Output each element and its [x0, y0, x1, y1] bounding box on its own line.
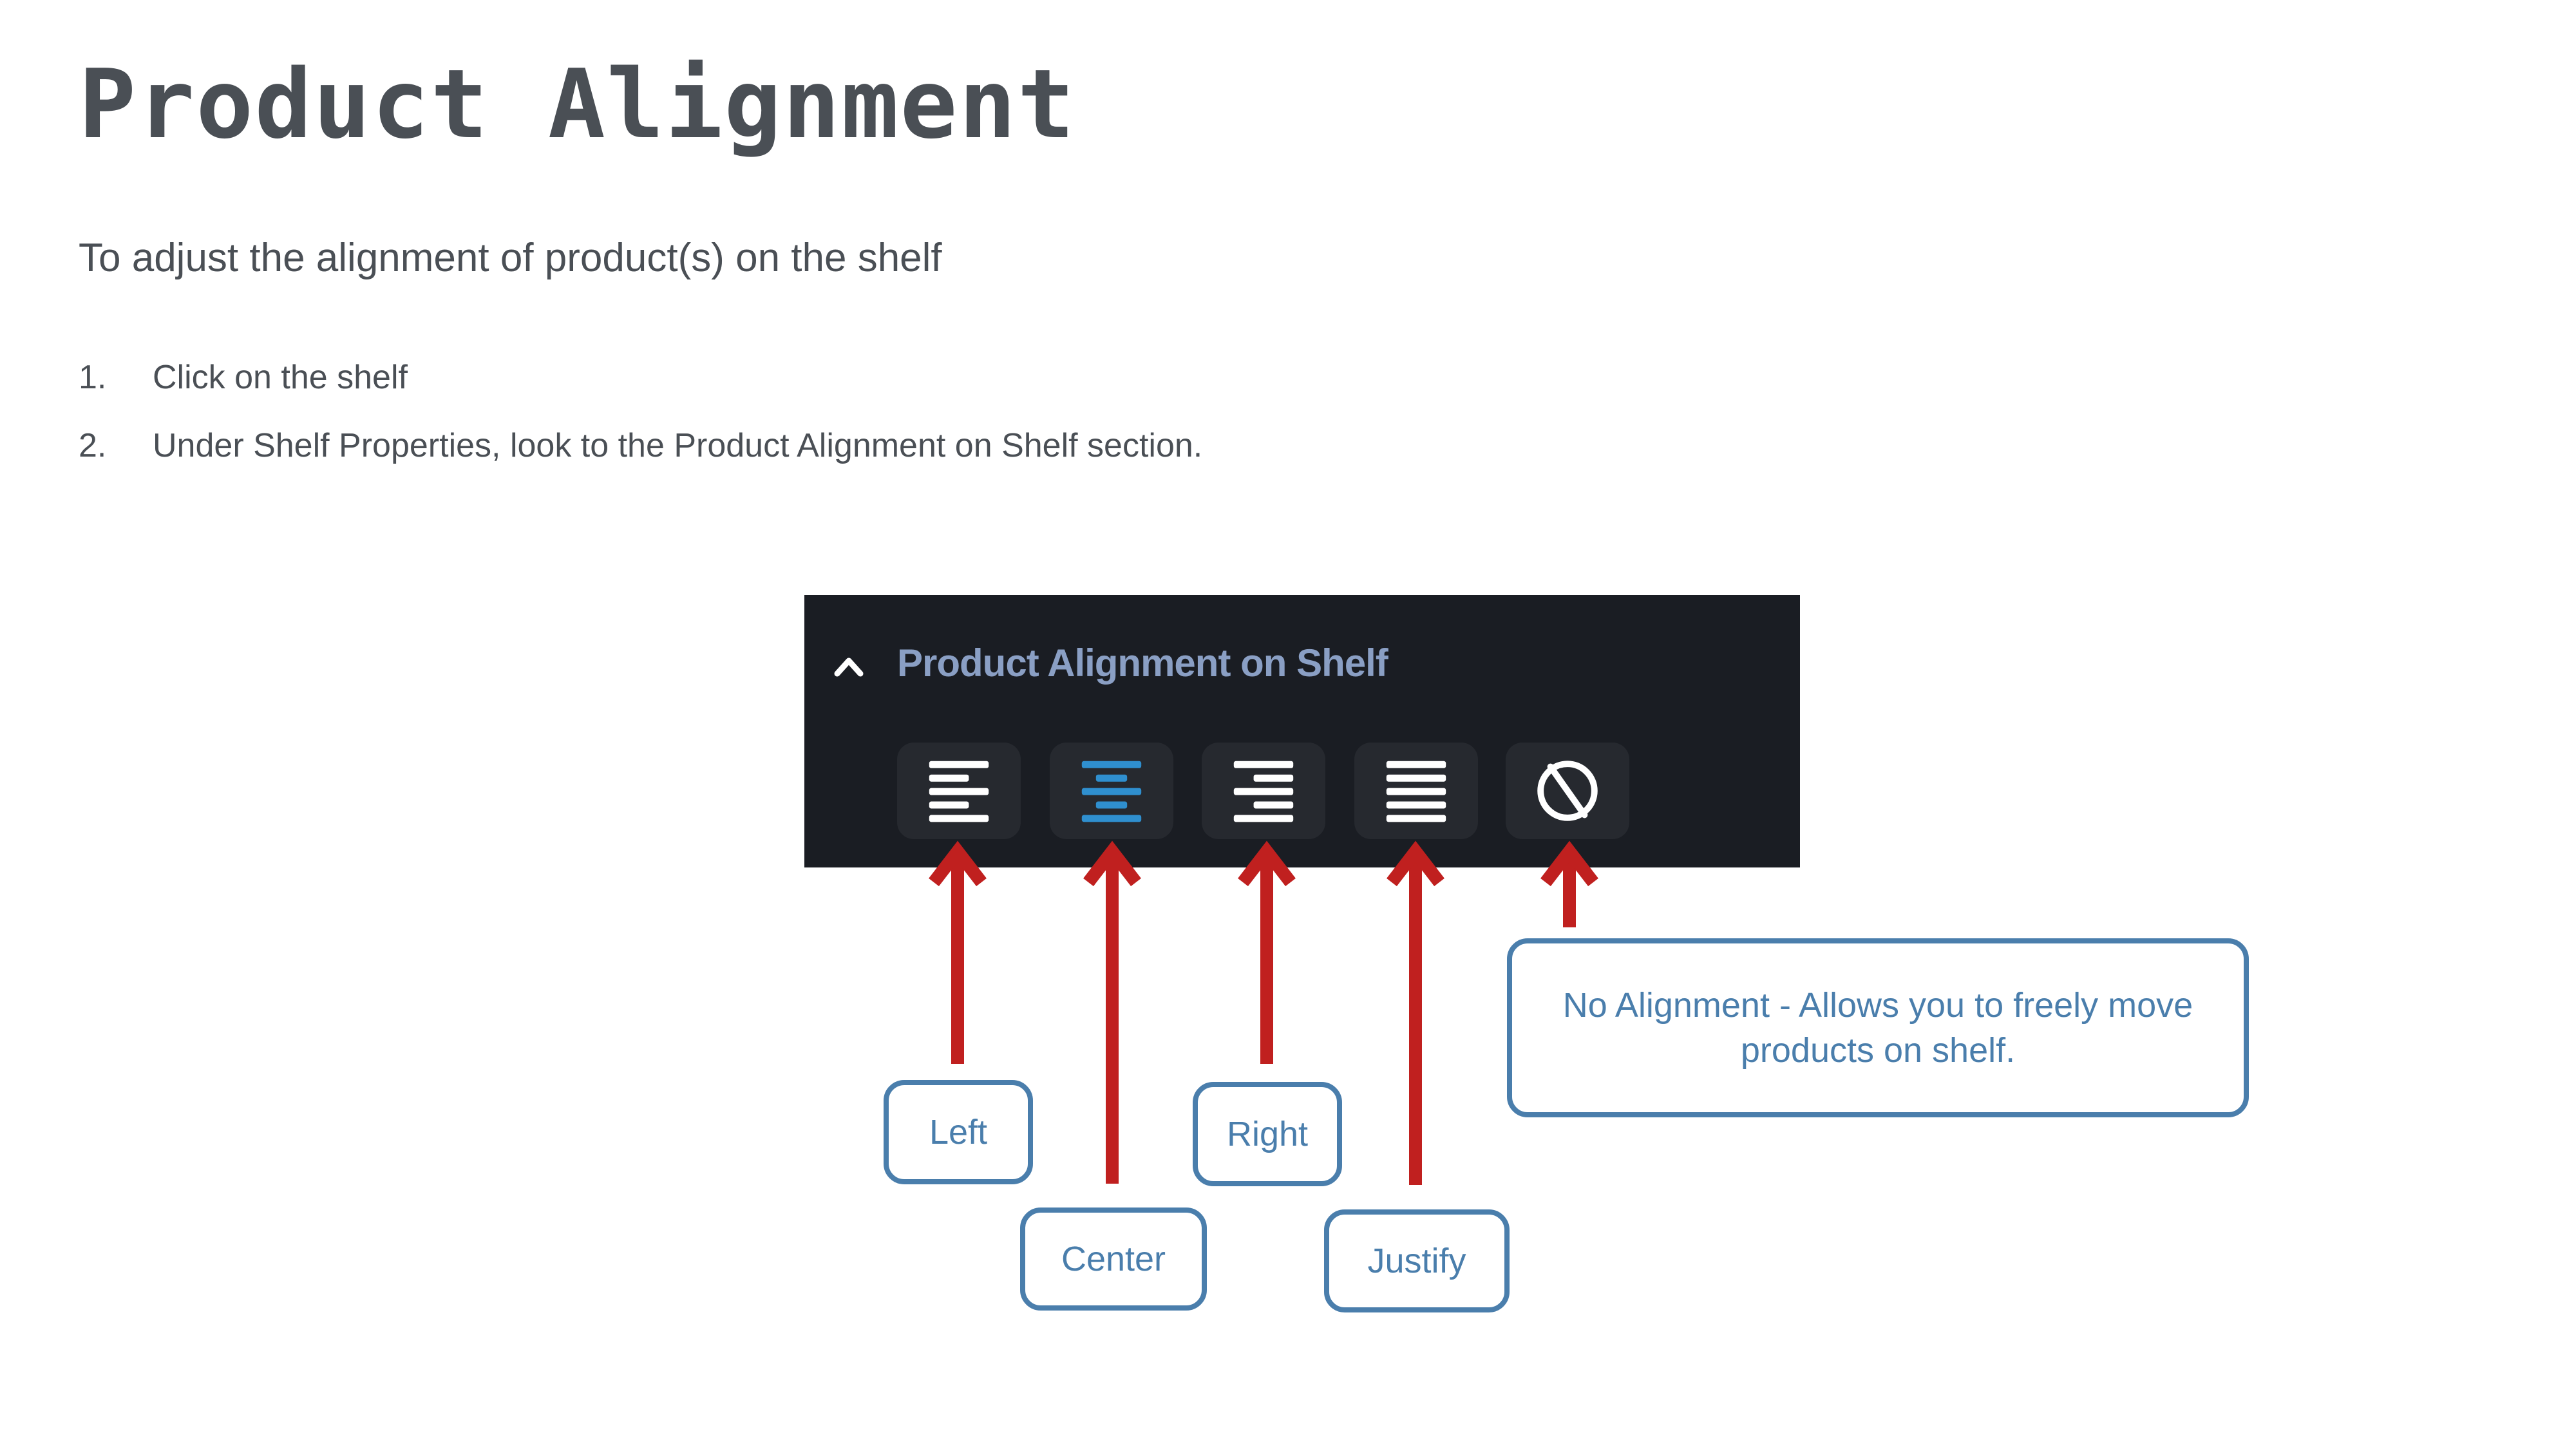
- step-text: Click on the shelf: [153, 359, 408, 396]
- arrow-right: [1238, 840, 1296, 1064]
- align-left-button[interactable]: [897, 743, 1021, 839]
- align-right-button[interactable]: [1202, 743, 1325, 839]
- arrow-center: [1083, 840, 1141, 1184]
- step-number: 1.: [79, 359, 107, 396]
- arrow-justify: [1387, 840, 1444, 1185]
- align-right-icon: [1233, 761, 1294, 822]
- no-alignment-icon: [1537, 761, 1598, 821]
- page-subtitle: To adjust the alignment of product(s) on…: [79, 236, 942, 280]
- callout-center-label: Center: [1061, 1239, 1166, 1278]
- callout-left: Left: [884, 1080, 1033, 1184]
- align-justify-icon: [1386, 761, 1446, 822]
- arrow-no-alignment: [1540, 840, 1598, 927]
- steps-list: 1. Click on the shelf 2. Under Shelf Pro…: [79, 361, 1202, 497]
- callout-right: Right: [1193, 1082, 1342, 1186]
- callout-left-label: Left: [929, 1112, 988, 1151]
- step-item: 1. Click on the shelf: [79, 361, 1202, 429]
- align-justify-button[interactable]: [1354, 743, 1478, 839]
- panel-section-title[interactable]: Product Alignment on Shelf: [897, 641, 1388, 685]
- chevron-up-icon[interactable]: [831, 652, 867, 680]
- align-center-icon: [1081, 761, 1142, 822]
- no-alignment-button[interactable]: [1506, 743, 1629, 839]
- callout-no-alignment: No Alignment - Allows you to freely move…: [1507, 938, 2249, 1117]
- callout-center: Center: [1020, 1208, 1207, 1311]
- step-item: 2. Under Shelf Properties, look to the P…: [79, 429, 1202, 497]
- step-number: 2.: [79, 427, 107, 464]
- arrow-left: [929, 840, 987, 1064]
- align-center-button[interactable]: [1050, 743, 1173, 839]
- align-left-icon: [929, 761, 989, 822]
- callout-justify: Justify: [1324, 1209, 1510, 1312]
- step-text: Under Shelf Properties, look to the Prod…: [153, 427, 1203, 464]
- callout-no-alignment-label: No Alignment - Allows you to freely move…: [1562, 985, 2193, 1070]
- callout-right-label: Right: [1226, 1114, 1309, 1153]
- callout-justify-label: Justify: [1367, 1241, 1466, 1280]
- page-title: Product Alignment: [79, 49, 1076, 160]
